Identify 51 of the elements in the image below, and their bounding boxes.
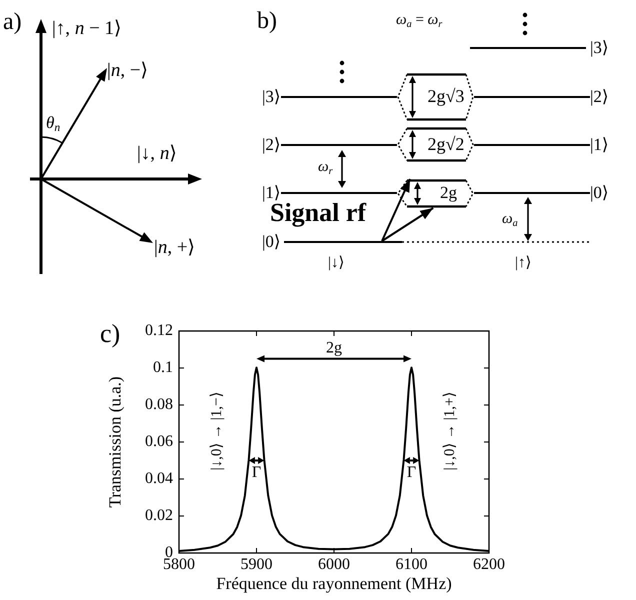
tick-label: 0.02 bbox=[145, 507, 173, 525]
splitting-label: 2g√3 bbox=[428, 87, 464, 107]
panel-letter: a) bbox=[3, 9, 22, 36]
tick-label: 6000 bbox=[318, 556, 350, 574]
energy-level-line bbox=[474, 192, 590, 194]
tick-label: 0.08 bbox=[145, 396, 173, 414]
annotation-label: Γ bbox=[406, 464, 416, 482]
tick-label: 6100 bbox=[396, 556, 428, 574]
level-label: |0⟩ bbox=[590, 184, 609, 203]
annotation-label: 2g bbox=[326, 339, 342, 357]
state-label: |n, −⟩ bbox=[107, 61, 148, 82]
annotation-label: Γ bbox=[252, 464, 262, 482]
energy-level-line bbox=[281, 144, 397, 146]
resonance-condition: ω$_{a}$ = ω$_{r}$ bbox=[396, 12, 442, 28]
level-label: |1⟩ bbox=[590, 136, 609, 155]
energy-level-line bbox=[281, 96, 397, 98]
spin-label: |↓⟩ bbox=[328, 255, 344, 272]
tick-label: 0.06 bbox=[145, 433, 173, 451]
level-label: |3⟩ bbox=[262, 88, 281, 107]
state-label: |n, +⟩ bbox=[154, 238, 195, 259]
splitting-label: 2g bbox=[440, 184, 457, 203]
tick-label: 0.1 bbox=[153, 359, 173, 377]
tick-label: 6200 bbox=[473, 556, 505, 574]
angle-label: θ$_{n}$ bbox=[46, 114, 60, 133]
frequency-label: ω$_{r}$ bbox=[318, 159, 333, 176]
spin-label: |↑⟩ bbox=[515, 255, 532, 272]
state-label: |↓, n⟩ bbox=[137, 144, 177, 165]
energy-level-line bbox=[474, 144, 590, 146]
axis-title: Fréquence du rayonnement (MHz) bbox=[216, 575, 452, 594]
level-label: |2⟩ bbox=[590, 88, 609, 107]
transition-label: |↓,0⟩ → |1,−⟩ bbox=[208, 392, 226, 470]
level-splitting-hexagon bbox=[397, 179, 474, 208]
tick-label: 0.12 bbox=[145, 322, 173, 340]
tick-label: 0.04 bbox=[145, 470, 173, 488]
panel-letter: b) bbox=[257, 8, 277, 34]
transition-label: |↓,0⟩ → |1,+⟩ bbox=[442, 392, 458, 470]
tick-label: 5900 bbox=[240, 556, 272, 574]
energy-level-line bbox=[474, 96, 590, 98]
transition-arrow bbox=[381, 178, 411, 242]
level-label: |2⟩ bbox=[262, 136, 281, 155]
splitting-label: 2g√2 bbox=[428, 134, 464, 154]
transition-arrow bbox=[381, 207, 434, 242]
level-label: |3⟩ bbox=[590, 39, 609, 58]
state-label: |↑, n − 1⟩ bbox=[52, 19, 122, 40]
energy-level-line bbox=[281, 192, 397, 194]
frequency-label: ω$_{a}$ bbox=[502, 211, 518, 228]
level-splitting-hexagon bbox=[397, 73, 474, 121]
level-splitting-hexagon bbox=[397, 127, 474, 162]
level-label: |0⟩ bbox=[262, 233, 281, 252]
axis-title: Transmission (u.a.) bbox=[106, 376, 126, 508]
panel-letter: c) bbox=[100, 320, 120, 349]
